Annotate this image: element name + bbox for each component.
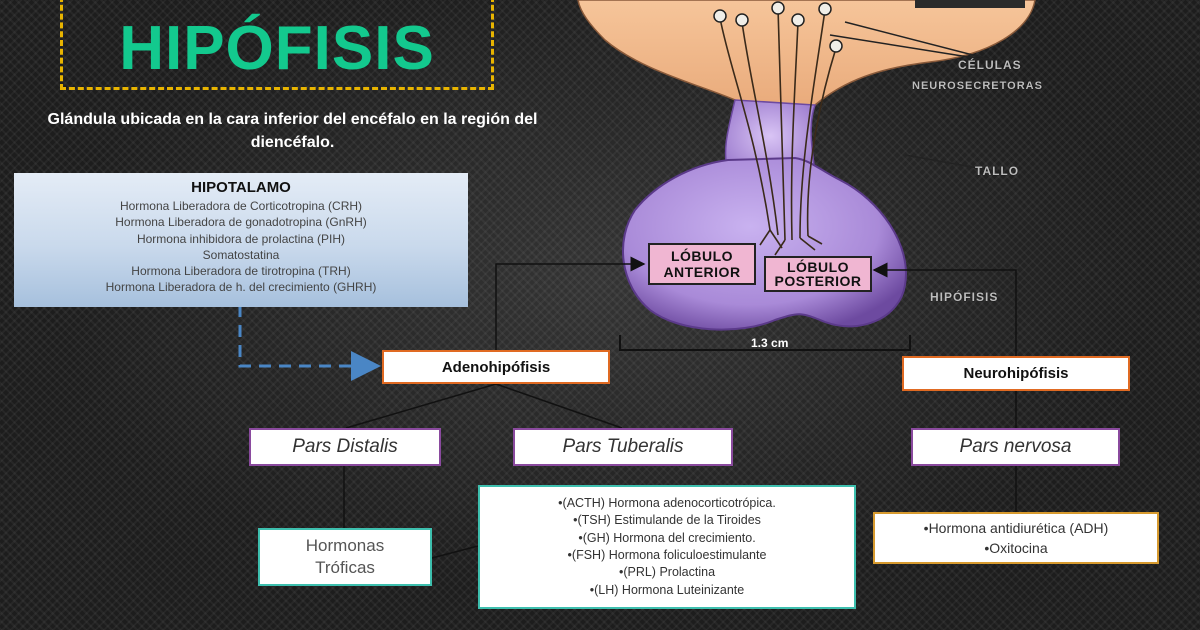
anterior-lobe-line: ANTERIOR bbox=[663, 264, 741, 280]
list-item: •(ACTH) Hormona adenocorticotrópica. bbox=[558, 496, 776, 511]
tropic-hormones-node: Hormonas Tróficas bbox=[258, 528, 432, 586]
adeno-to-anterior-arrow bbox=[495, 256, 646, 350]
hipotalamo-box: HIPOTALAMO Hormona Liberadora de Cortico… bbox=[14, 173, 468, 307]
list-item: •(FSH) Hormona foliculoestimulante bbox=[567, 548, 767, 562]
anterior-lobe-label: LÓBULO ANTERIOR bbox=[648, 243, 756, 285]
list-item: •Oxitocina bbox=[984, 540, 1048, 556]
tropic-hormones-line: Tróficas bbox=[315, 558, 375, 577]
page-title: HIPÓFISIS bbox=[119, 14, 435, 83]
posterior-lobe-line: LÓBULO bbox=[786, 259, 850, 275]
stalk-label: TALLO bbox=[975, 164, 1020, 178]
posterior-lobe-label: LÓBULO POSTERIOR bbox=[764, 256, 872, 292]
hipotalamo-hormone: Hormona Liberadora de tirotropina (TRH) bbox=[131, 264, 351, 279]
neurosecretory-label: NEUROSECRETORAS bbox=[912, 80, 1043, 92]
title-box: HIPÓFISIS bbox=[60, 0, 494, 90]
hipotalamo-hormone: Hormona Liberadora de Corticotropina (CR… bbox=[119, 199, 363, 213]
size-bracket bbox=[619, 335, 911, 351]
neuro-to-posterior-arrow bbox=[872, 262, 1017, 356]
size-measure: 1.3 cm bbox=[751, 336, 789, 350]
hipotalamo-arrow bbox=[238, 305, 381, 381]
subtitle: Glándula ubicada en la cara inferior del… bbox=[47, 111, 538, 151]
posterior-lobe-line: POSTERIOR bbox=[774, 273, 862, 289]
hipotalamo-hormone: Hormona inhibidora de prolactina (PIH) bbox=[136, 231, 346, 246]
pars-distalis-node: Pars Distalis bbox=[249, 428, 441, 466]
neuro-hormone-list: •Hormona antidiurética (ADH) •Oxitocina bbox=[873, 512, 1159, 564]
pars-tuberalis-node: Pars Tuberalis bbox=[513, 428, 733, 466]
adeno-hormone-list: •(ACTH) Hormona adenocorticotrópica. •(T… bbox=[478, 485, 856, 609]
gland-label: HIPÓFISIS bbox=[930, 290, 999, 304]
cells-label: CÉLULAS bbox=[958, 58, 1022, 72]
neurohipofisis-node: Neurohipófisis bbox=[902, 356, 1130, 391]
adenohipofisis-node: Adenohipófisis bbox=[382, 350, 610, 384]
neurosecretory-cells-icon bbox=[719, 7, 837, 256]
list-item: •(PRL) Prolactina bbox=[618, 565, 716, 580]
neuron-bodies bbox=[713, 1, 843, 53]
list-item: •(TSH) Estimulande de la Tiroides bbox=[573, 513, 761, 528]
pars-nervosa-node: Pars nervosa bbox=[911, 428, 1120, 466]
hipotalamo-hormone: Hormona Liberadora de h. del crecimiento… bbox=[105, 280, 377, 295]
hipotalamo-hormone: Hormona Liberadora de gonadotropina (GnR… bbox=[115, 215, 367, 230]
hipotalamo-title: HIPOTALAMO bbox=[191, 179, 291, 196]
list-item: •Hormona antidiurética (ADH) bbox=[923, 520, 1109, 536]
hipotalamo-hormone: Somatostatina bbox=[202, 247, 280, 262]
list-item: •(LH) Hormona Luteinizante bbox=[589, 582, 745, 597]
anterior-lobe-line: LÓBULO bbox=[670, 248, 734, 264]
list-item: •(GH) Hormona del crecimiento. bbox=[578, 530, 756, 545]
tropic-hormones-line: Hormonas bbox=[305, 536, 385, 555]
